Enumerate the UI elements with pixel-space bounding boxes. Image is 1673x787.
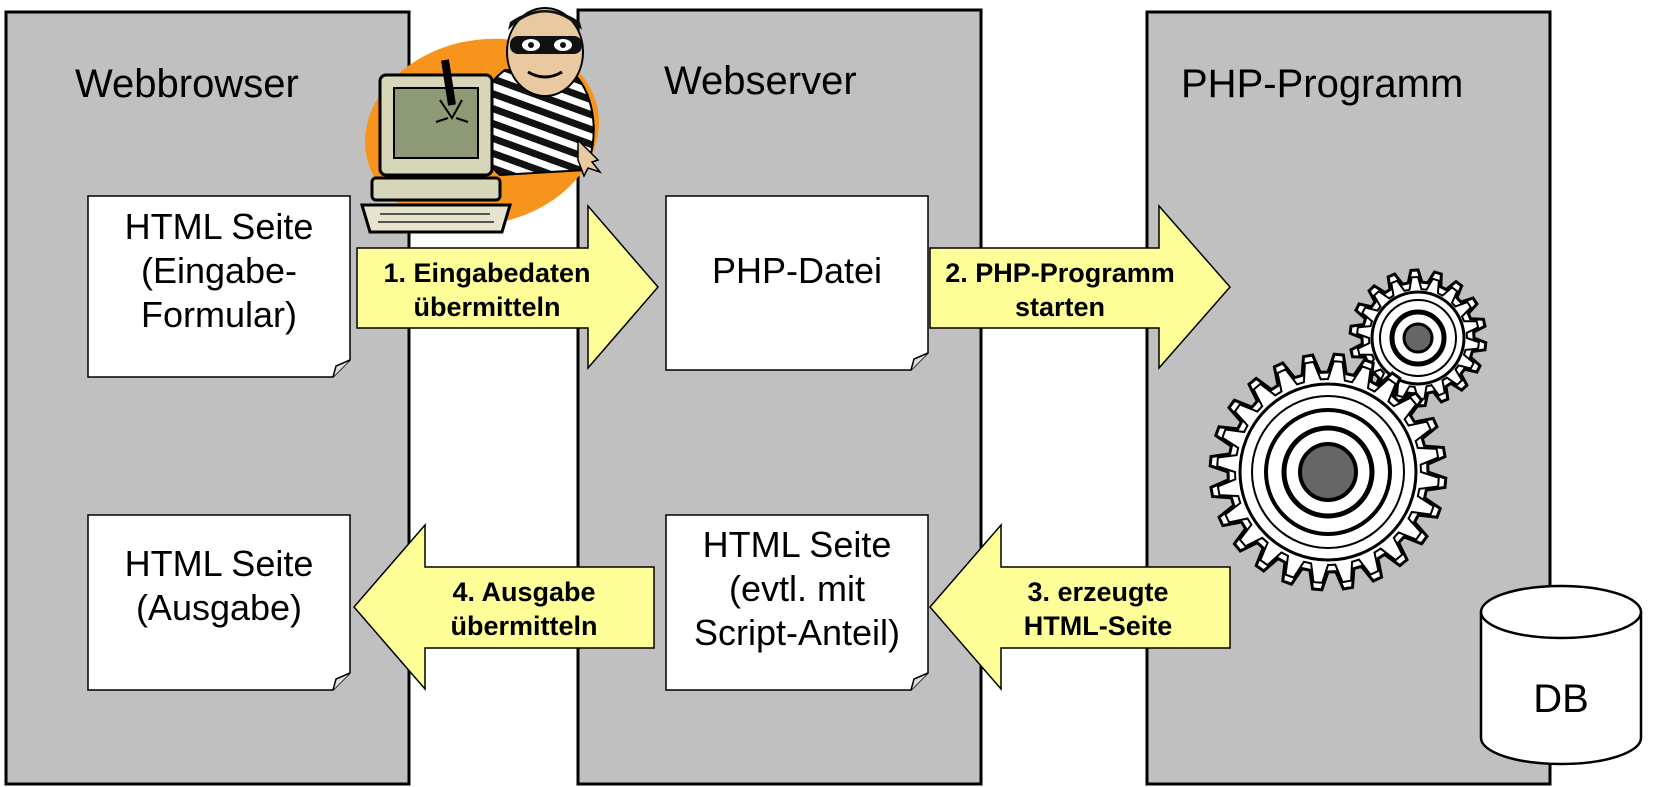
arrow-step-2-line-2: starten xyxy=(1015,292,1105,322)
php-file-document: PHP-Datei xyxy=(665,195,929,371)
server-column-title: Webserver xyxy=(664,59,857,103)
arrow-step-4: 4. Ausgabe übermitteln xyxy=(353,522,655,692)
arrow-step-4-line-1: 4. Ausgabe xyxy=(452,577,595,607)
arrow-step-3: 3. erzeugte HTML-Seite xyxy=(929,522,1231,692)
arrow-step-1: 1. Eingabedaten übermitteln xyxy=(356,203,659,371)
arrow-step-2-line-1: 2. PHP-Programm xyxy=(945,258,1175,288)
program-column-title: PHP-Programm xyxy=(1181,62,1463,106)
hacker-with-computer-icon xyxy=(359,7,603,234)
input-page-line-3: Formular) xyxy=(141,294,297,335)
server-output-page-document: HTML Seite (evtl. mit Script-Anteil) xyxy=(665,514,929,691)
arrow-step-1-line-2: übermitteln xyxy=(413,292,560,322)
input-page-line-2: (Eingabe- xyxy=(141,250,297,291)
arrow-step-3-line-1: 3. erzeugte xyxy=(1027,577,1168,607)
arrow-step-1-line-1: 1. Eingabedaten xyxy=(383,258,590,288)
arrow-step-4-line-2: übermitteln xyxy=(450,611,597,641)
server-output-line-3: Script-Anteil) xyxy=(694,612,900,653)
browser-output-line-1: HTML Seite xyxy=(125,543,314,584)
arrow-step-2: 2. PHP-Programm starten xyxy=(929,204,1231,370)
server-output-line-2: (evtl. mit xyxy=(729,568,865,609)
server-output-line-1: HTML Seite xyxy=(703,524,892,565)
input-page-line-1: HTML Seite xyxy=(125,206,314,247)
database-icon: DB xyxy=(1479,584,1643,766)
browser-output-line-2: (Ausgabe) xyxy=(136,587,302,628)
php-file-label: PHP-Datei xyxy=(712,250,882,291)
input-page-document: HTML Seite (Eingabe- Formular) xyxy=(87,195,351,378)
gears-icon xyxy=(1208,268,1488,592)
browser-column-title: Webbrowser xyxy=(75,62,299,106)
arrow-step-3-line-2: HTML-Seite xyxy=(1024,611,1173,641)
browser-output-page-document: HTML Seite (Ausgabe) xyxy=(87,514,351,691)
database-label: DB xyxy=(1533,677,1589,721)
